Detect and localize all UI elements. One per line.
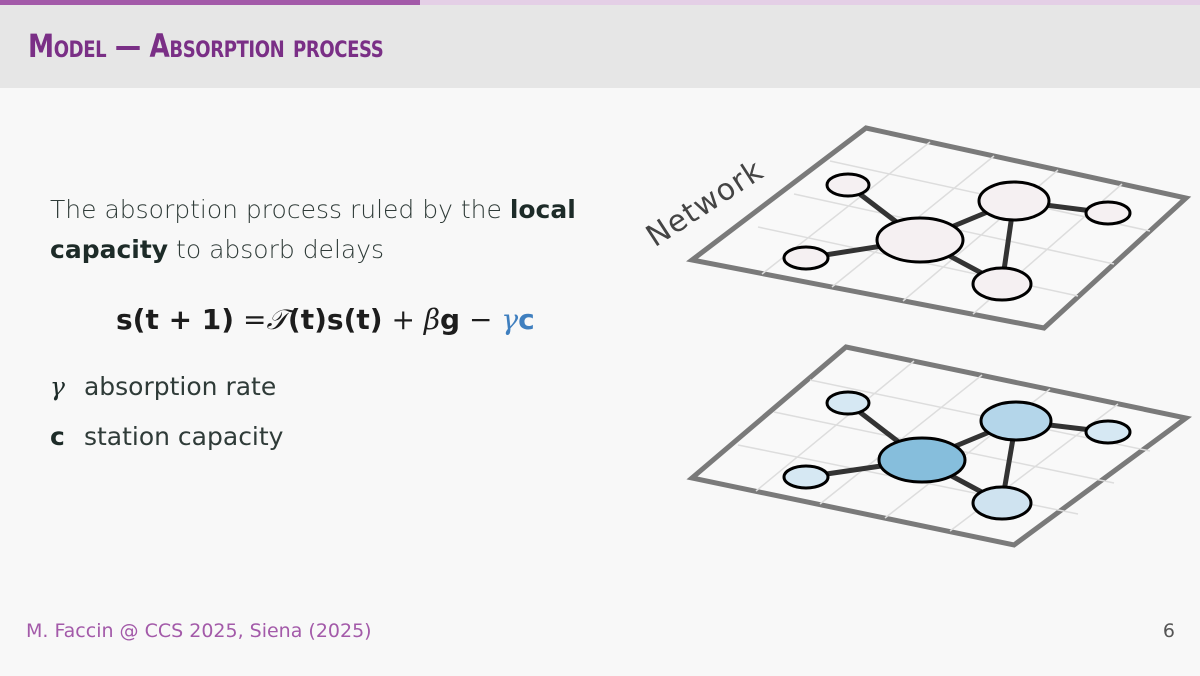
eq-transition-operator: 𝒯 bbox=[266, 303, 288, 336]
network-layer-top bbox=[686, 125, 1192, 331]
network-layers-diagram bbox=[686, 125, 1192, 548]
node bbox=[825, 172, 871, 198]
eq-beta: β bbox=[423, 303, 441, 336]
eq-g: g bbox=[440, 303, 461, 336]
node bbox=[782, 245, 830, 271]
node bbox=[977, 180, 1051, 222]
definition-c: c station capacity bbox=[50, 422, 283, 451]
definition-symbol: c bbox=[50, 422, 65, 451]
node bbox=[971, 266, 1033, 302]
eq-gamma: γ bbox=[501, 303, 519, 336]
eq-lhs-s: s bbox=[116, 303, 133, 336]
layer-nodes bbox=[782, 390, 1132, 521]
node bbox=[825, 390, 871, 416]
eq-equals: = bbox=[234, 303, 267, 336]
eq-minus: − bbox=[460, 303, 502, 336]
slide-title: Model — Absorption process bbox=[28, 27, 384, 65]
node bbox=[1084, 200, 1132, 226]
eq-c: c bbox=[518, 303, 535, 336]
layer-nodes bbox=[782, 172, 1132, 302]
page-number: 6 bbox=[1162, 620, 1175, 642]
definition-text: absorption rate bbox=[83, 372, 277, 401]
definition-text: station capacity bbox=[83, 422, 284, 451]
definition-gamma: γ absorption rate bbox=[50, 372, 276, 401]
node bbox=[1084, 419, 1132, 445]
eq-lhs-arg: (t + 1) bbox=[132, 303, 235, 336]
absorption-equation: s(t + 1) =𝒯(t)s(t) + βg − γc bbox=[116, 303, 535, 337]
eq-T-arg: (t) bbox=[287, 303, 327, 336]
progress-bar-fill bbox=[0, 0, 420, 5]
intro-text-end: to absorb delays bbox=[168, 235, 385, 264]
slide-footer: M. Faccin @ CCS 2025, Siena (2025) bbox=[26, 620, 372, 642]
node bbox=[875, 216, 965, 264]
eq-s: s bbox=[326, 303, 344, 336]
node bbox=[877, 436, 967, 484]
eq-s-arg: (t) bbox=[343, 303, 383, 336]
progress-bar bbox=[0, 0, 1200, 5]
node bbox=[782, 464, 830, 490]
intro-text-start: The absorption process ruled by the bbox=[50, 195, 510, 224]
node bbox=[971, 485, 1033, 521]
network-layer-bottom bbox=[686, 344, 1192, 548]
eq-plus: + bbox=[382, 303, 424, 336]
node bbox=[979, 400, 1053, 442]
definition-symbol: γ bbox=[50, 372, 65, 401]
slide-header: Model — Absorption process bbox=[0, 5, 1200, 88]
intro-emphasis: local capacity bbox=[50, 195, 576, 264]
intro-paragraph: The absorption process ruled by the loca… bbox=[50, 190, 610, 270]
